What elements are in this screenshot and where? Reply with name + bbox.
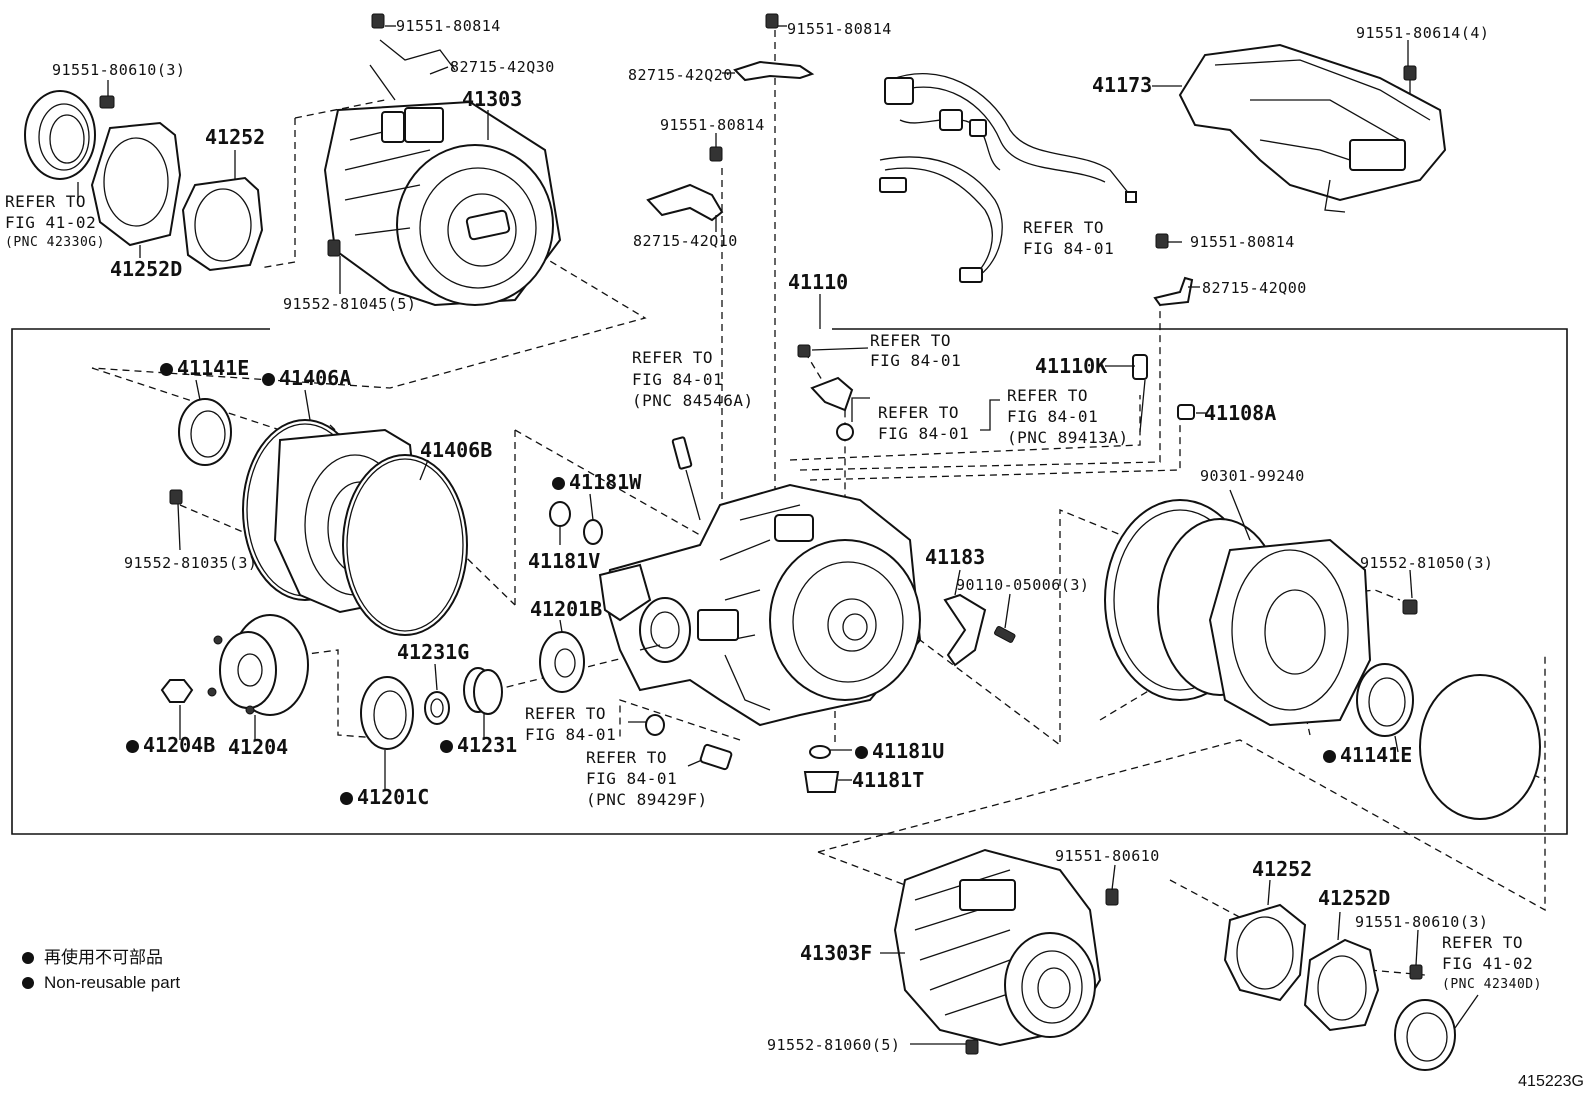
figure-number: 415223G bbox=[1518, 1073, 1584, 1090]
part-label-91551-80814: 91551-80814 bbox=[396, 17, 501, 35]
part-label-41183: 41183 bbox=[925, 545, 986, 569]
refer-to-label: REFER TO bbox=[5, 192, 87, 211]
pnc-label: (PNC 42340D) bbox=[1442, 977, 1542, 992]
part-label-91552-81045: 91552-81045(5) bbox=[283, 295, 417, 313]
fig-ref-label: FIG 84-01 bbox=[878, 424, 970, 443]
part-label-41181u: 41181U bbox=[855, 740, 944, 762]
pnc-label: (PNC 84546A) bbox=[632, 391, 754, 410]
fig-ref-label: FIG 41-02 bbox=[1442, 954, 1534, 973]
non-reusable-marker bbox=[160, 363, 173, 376]
fig-ref-label: FIG 84-01 bbox=[870, 351, 962, 370]
assembly-frame bbox=[11, 328, 1568, 835]
oil-seal-top-left bbox=[24, 90, 264, 272]
part-label-41110k: 41110K bbox=[1035, 354, 1108, 378]
refer-to-label: REFER TO bbox=[525, 704, 607, 723]
part-label-82715-42q30: 82715-42Q30 bbox=[450, 58, 555, 76]
part-label-41204b: 41204B bbox=[126, 734, 215, 756]
non-reusable-marker bbox=[1323, 750, 1336, 763]
part-label-41141e: 41141E bbox=[1323, 744, 1412, 766]
wire-harness bbox=[879, 73, 1137, 283]
part-label-41252: 41252 bbox=[205, 125, 266, 149]
cover-41173 bbox=[1178, 43, 1447, 213]
oil-seal-bottom-right bbox=[1223, 903, 1456, 1071]
non-reusable-marker bbox=[126, 740, 139, 753]
fig-ref-label: FIG 84-01 bbox=[1023, 239, 1115, 258]
non-reusable-marker bbox=[440, 740, 453, 753]
non-reusable-marker bbox=[262, 373, 275, 386]
part-label-41181w: 41181W bbox=[552, 471, 641, 493]
part-label-41181t: 41181T bbox=[852, 768, 925, 792]
refer-to-label: REFER TO bbox=[870, 331, 952, 350]
part-label-91551-80814: 91551-80814 bbox=[1190, 233, 1295, 251]
part-label-41303f: 41303F bbox=[800, 941, 873, 965]
part-label-91552-81050: 91552-81050(3) bbox=[1360, 554, 1494, 572]
part-label-41231g: 41231G bbox=[397, 640, 470, 664]
part-label-41252: 41252 bbox=[1252, 857, 1313, 881]
right-cover-and-seals bbox=[943, 499, 1541, 820]
fig-ref-label: FIG 41-02 bbox=[5, 213, 97, 232]
part-label-90110-05006: 90110-05006(3) bbox=[956, 576, 1090, 594]
fig-ref-label: FIG 84-01 bbox=[1007, 407, 1099, 426]
legend-dot-icon bbox=[22, 977, 34, 989]
refer-to-label: REFER TO bbox=[1442, 933, 1524, 952]
non-reusable-marker bbox=[552, 477, 565, 490]
non-reusable-marker bbox=[855, 746, 868, 759]
part-label-41201b: 41201B bbox=[530, 597, 603, 621]
part-label-91551-80610: 91551-80610 bbox=[1055, 847, 1160, 865]
pnc-label: (PNC 89429F) bbox=[586, 790, 708, 809]
part-label-41108a: 41108A bbox=[1204, 401, 1277, 425]
pnc-label: (PNC 42330G) bbox=[5, 235, 105, 250]
part-label-91551-80610-3: 91551-80610(3) bbox=[52, 61, 186, 79]
refer-to-label: REFER TO bbox=[586, 748, 668, 767]
part-label-41252d: 41252D bbox=[1318, 886, 1391, 910]
legend-japanese: 再使用不可部品 bbox=[22, 948, 163, 968]
part-label-91551-80814: 91551-80814 bbox=[787, 20, 892, 38]
fig-ref-label: FIG 84-01 bbox=[632, 370, 724, 389]
part-label-41406b: 41406B bbox=[420, 438, 493, 462]
fig-ref-label: FIG 84-01 bbox=[525, 725, 617, 744]
part-label-41173: 41173 bbox=[1092, 73, 1153, 97]
part-label-82715-42q00: 82715-42Q00 bbox=[1202, 279, 1307, 297]
refer-to-label: REFER TO bbox=[632, 348, 714, 367]
part-label-90301-99240: 90301-99240 bbox=[1200, 467, 1305, 485]
part-label-91551-80610-3: 91551-80610(3) bbox=[1355, 913, 1489, 931]
refer-to-label: REFER TO bbox=[1007, 386, 1089, 405]
pnc-label: (PNC 89413A) bbox=[1007, 428, 1129, 447]
sensors bbox=[671, 344, 1195, 793]
fig-ref-label: FIG 84-01 bbox=[586, 769, 678, 788]
part-label-41204: 41204 bbox=[228, 735, 289, 759]
motor-housing-41303 bbox=[323, 13, 562, 307]
part-label-91552-81035: 91552-81035(3) bbox=[124, 554, 258, 572]
refer-to-label: REFER TO bbox=[1023, 218, 1105, 237]
part-label-41303: 41303 bbox=[462, 87, 523, 111]
transaxle-case-41110 bbox=[598, 483, 922, 727]
seals-and-covers-left bbox=[169, 398, 468, 636]
part-label-82715-42q10: 82715-42Q10 bbox=[633, 232, 738, 250]
leader-lines bbox=[77, 25, 1479, 1045]
part-label-41231: 41231 bbox=[440, 734, 517, 756]
legend-english: Non-reusable part bbox=[22, 973, 180, 993]
part-label-41252d: 41252D bbox=[110, 257, 183, 281]
part-label-91551-80614: 91551-80614(4) bbox=[1356, 24, 1490, 42]
part-label-82715-42q20: 82715-42Q20 bbox=[628, 66, 733, 84]
non-reusable-marker bbox=[340, 792, 353, 805]
part-label-91552-81060: 91552-81060(5) bbox=[767, 1036, 901, 1054]
brackets bbox=[646, 13, 1417, 307]
motor-housing-41303F bbox=[893, 848, 1119, 1055]
part-label-91551-80814: 91551-80814 bbox=[660, 116, 765, 134]
part-label-41201c: 41201C bbox=[340, 786, 429, 808]
part-label-41141e: 41141E bbox=[160, 357, 249, 379]
part-label-41110: 41110 bbox=[788, 270, 849, 294]
hub-flange-41204 bbox=[160, 614, 309, 716]
legend-dot-icon bbox=[22, 952, 34, 964]
part-label-41406a: 41406A bbox=[262, 367, 351, 389]
refer-to-label: REFER TO bbox=[878, 403, 960, 422]
part-label-41181v: 41181V bbox=[528, 549, 601, 573]
